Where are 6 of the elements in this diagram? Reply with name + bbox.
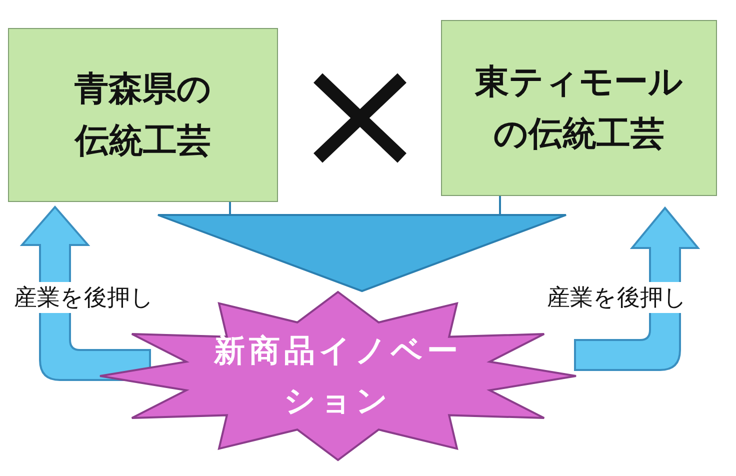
star-label: 新商品イノベーション — [213, 332, 463, 421]
text-box — [8, 28, 278, 202]
text-box — [441, 20, 717, 196]
triangle-arrow — [157, 195, 567, 292]
box-label: 東ティモールの伝統工芸 — [474, 61, 684, 156]
box-label: 青森県の伝統工芸 — [73, 68, 212, 163]
